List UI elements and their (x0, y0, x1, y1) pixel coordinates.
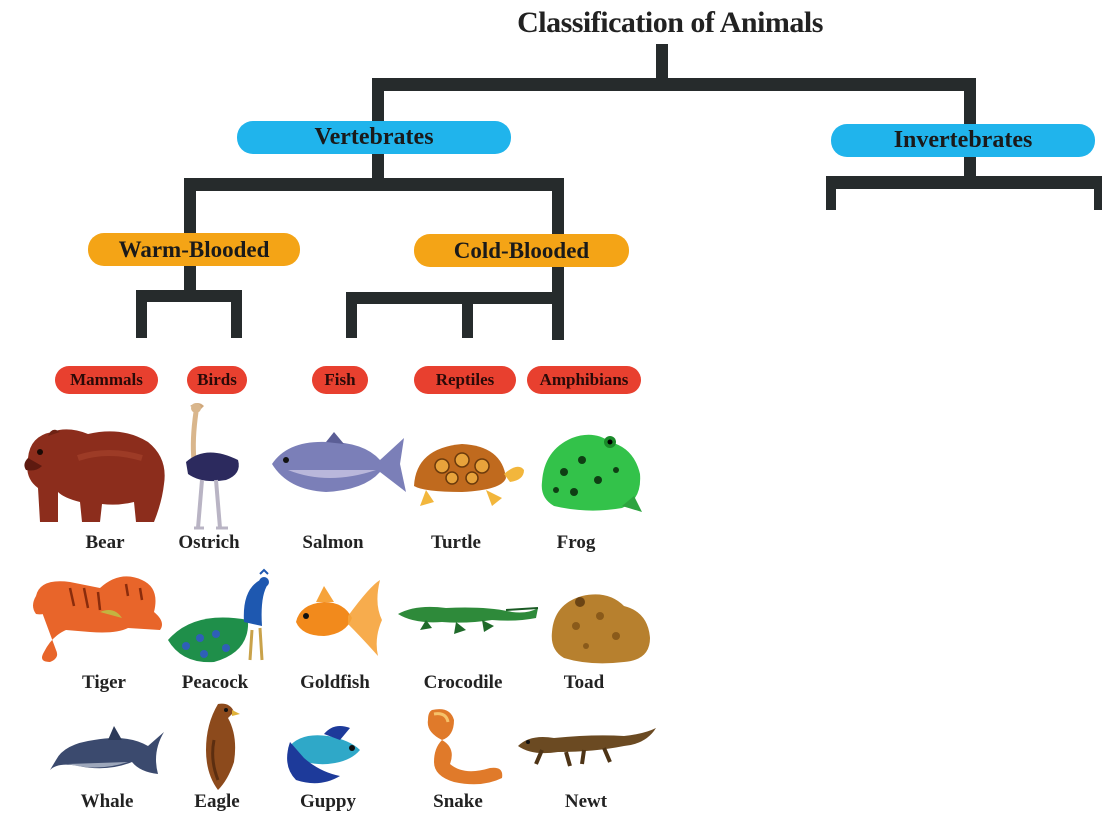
label-goldfish: Goldfish (275, 672, 395, 694)
label-tiger: Tiger (44, 672, 164, 694)
connector-to-mammals (136, 290, 147, 338)
connector-invertebrates-left-drop (826, 176, 836, 210)
tiger-illustration (30, 566, 168, 666)
connector-vertebrates-bar (184, 178, 564, 191)
pill-fish: Fish (312, 366, 368, 394)
label-peacock: Peacock (155, 672, 275, 694)
label-toad: Toad (524, 672, 644, 694)
connector-to-reptiles (462, 292, 473, 338)
toad-illustration (546, 586, 656, 666)
pill-reptiles: Reptiles (414, 366, 516, 394)
label-crocodile: Crocodile (403, 672, 523, 694)
connector-to-cold (552, 178, 564, 238)
pill-birds: Birds (187, 366, 247, 394)
frog-illustration (538, 430, 646, 514)
connector-root-stem (656, 44, 668, 80)
turtle-illustration (406, 436, 526, 510)
pill-invertebrates: Invertebrates (831, 124, 1095, 157)
ostrich-illustration (176, 400, 244, 532)
label-frog: Frog (516, 532, 636, 554)
connector-warm-bar (136, 290, 242, 302)
connector-to-warm (184, 178, 196, 238)
pill-cold-blooded: Cold-Blooded (414, 234, 629, 267)
connector-root-bar (372, 78, 976, 91)
label-guppy: Guppy (268, 791, 388, 813)
goldfish-illustration (290, 576, 384, 658)
newt-illustration (514, 722, 658, 770)
label-turtle: Turtle (396, 532, 516, 554)
connector-cold-bar (346, 292, 564, 304)
label-ostrich: Ostrich (149, 532, 269, 554)
pill-vertebrates: Vertebrates (237, 121, 511, 154)
label-snake: Snake (398, 791, 518, 813)
peacock-illustration (164, 570, 278, 666)
pill-amphibians: Amphibians (527, 366, 641, 394)
label-whale: Whale (47, 791, 167, 813)
connector-invertebrates-right-drop (1094, 176, 1102, 210)
label-newt: Newt (526, 791, 646, 813)
label-eagle: Eagle (157, 791, 277, 813)
salmon-illustration (268, 430, 408, 500)
snake-illustration (420, 706, 506, 790)
connector-to-birds (231, 290, 242, 338)
bear-illustration (18, 418, 170, 530)
label-bear: Bear (45, 532, 165, 554)
guppy-illustration (280, 718, 376, 786)
crocodile-illustration (396, 594, 540, 638)
pill-mammals: Mammals (55, 366, 158, 394)
connector-warm-stem (184, 264, 196, 294)
connector-to-invertebrates (964, 78, 976, 130)
diagram-title: Classification of Animals (420, 6, 920, 40)
eagle-illustration (196, 700, 246, 794)
connector-to-fish (346, 292, 357, 338)
whale-illustration (48, 722, 168, 782)
pill-warm-blooded: Warm-Blooded (88, 233, 300, 266)
connector-invertebrates-bar (826, 176, 1102, 189)
label-salmon: Salmon (273, 532, 393, 554)
